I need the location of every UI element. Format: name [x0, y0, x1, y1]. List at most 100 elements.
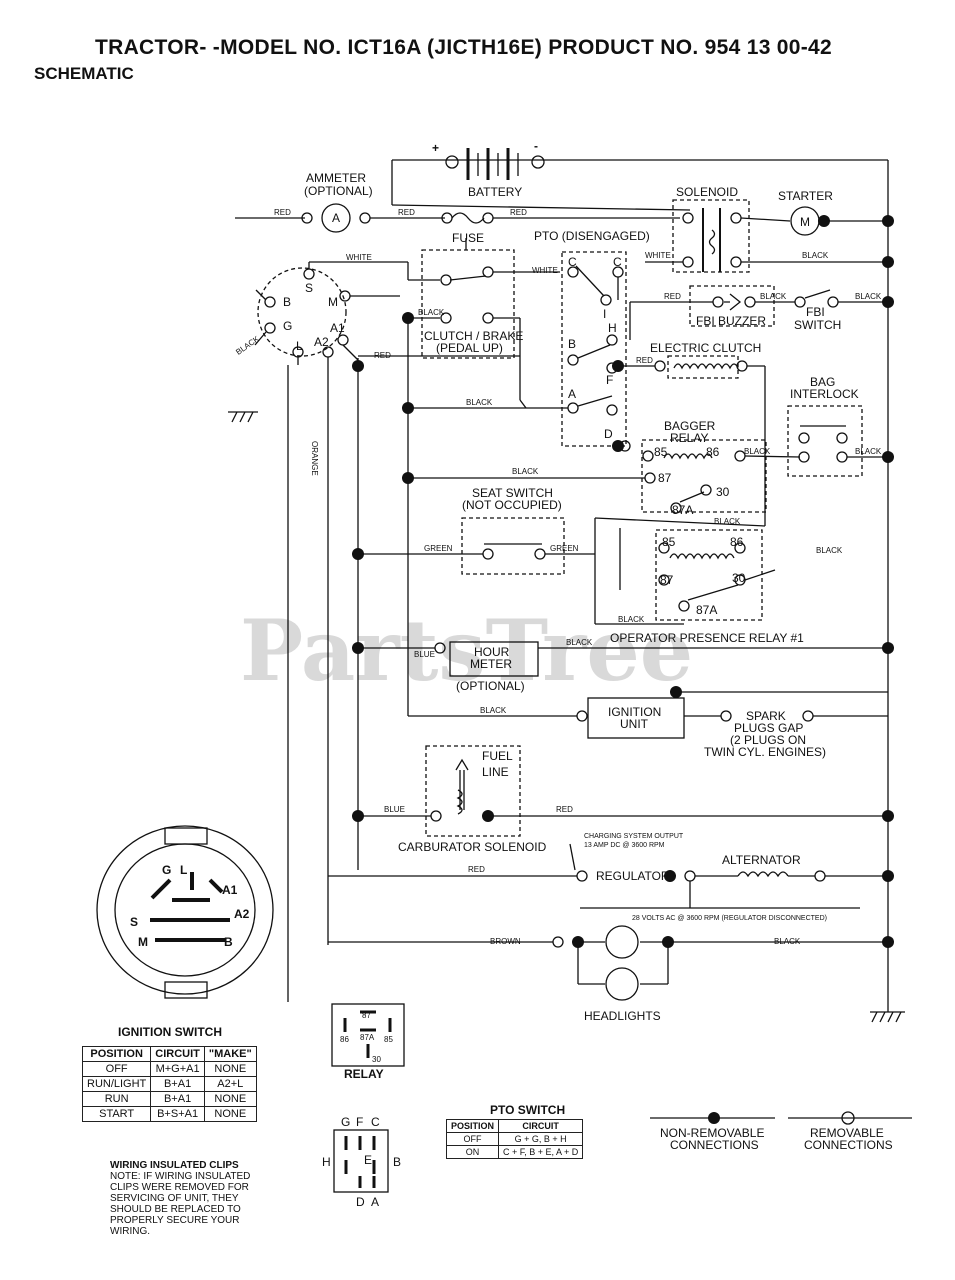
pto-switch-label: PTO SWITCH	[490, 1103, 565, 1117]
legend-removable-2: CONNECTIONS	[804, 1138, 893, 1152]
bag-interlock-label-1: BAG	[810, 375, 835, 389]
ign-term-l: L	[296, 339, 303, 353]
wire-green-1: GREEN	[424, 544, 453, 553]
opr-85: 85	[662, 535, 676, 549]
page-subtitle: SCHEMATIC	[34, 64, 134, 83]
wiring-note-title: WIRING INSULATED CLIPS	[110, 1160, 239, 1171]
wire-white-1: WHITE	[346, 253, 372, 262]
page-title: TRACTOR- -MODEL NO. ICT16A (JICTH16E) PR…	[95, 36, 833, 59]
bagger-87a: 87A	[672, 503, 693, 517]
bagger-87: 87	[658, 471, 672, 485]
relay-86: 86	[340, 1035, 349, 1044]
wire-red-1: RED	[274, 208, 291, 217]
sw-m: M	[138, 935, 148, 949]
table-cell: RUN/LIGHT	[81, 1076, 152, 1092]
ign-col-make: "MAKE"	[203, 1046, 257, 1062]
wire-red-4: RED	[664, 292, 681, 301]
sw-g: G	[162, 863, 171, 877]
ignition-unit-label-2: UNIT	[620, 717, 649, 731]
ac-note: 28 VOLTS AC @ 3600 RPM (REGULATOR DISCON…	[632, 915, 827, 922]
battery-plus: +	[432, 141, 439, 155]
fuel-line-label-2: LINE	[482, 765, 509, 779]
wiring-note-text: NOTE: IF WIRING INSULATED CLIPS WERE REM…	[110, 1171, 251, 1237]
wire-blue-2: BLUE	[384, 805, 405, 814]
starter-label: STARTER	[778, 189, 833, 203]
table-cell: NONE	[203, 1091, 257, 1107]
table-row: OFF G + G, B + H	[445, 1132, 584, 1146]
table-cell: NONE	[203, 1106, 257, 1122]
ammeter-optional: (OPTIONAL)	[304, 184, 373, 198]
pto-col-circuit: CIRCUIT	[498, 1119, 584, 1133]
table-row: RUN B+A1 NONE	[81, 1091, 257, 1107]
plug-b: B	[393, 1155, 401, 1169]
wiring-note: WIRING INSULATED CLIPS NOTE: IF WIRING I…	[110, 1160, 270, 1237]
pto-switch-table: POSITION CIRCUIT OFF G + G, B + H ON C +…	[445, 1119, 584, 1159]
pto-term-c: C	[568, 255, 577, 269]
table-cell: G + G, B + H	[498, 1132, 584, 1146]
pto-term-d: D	[604, 427, 613, 441]
table-cell: B+A1	[150, 1091, 205, 1107]
pto-term-i: I	[603, 307, 606, 321]
wire-white-3: WHITE	[645, 251, 671, 260]
table-cell: OFF	[445, 1132, 500, 1146]
wire-white-2: WHITE	[532, 266, 558, 275]
bagger-30: 30	[716, 485, 730, 499]
wire-black-7: BLACK	[466, 398, 493, 407]
plug-h: H	[322, 1155, 331, 1169]
wire-black-15: BLACK	[774, 937, 801, 946]
wire-black-3: BLACK	[760, 292, 787, 301]
seat-switch-label-1: SEAT SWITCH	[472, 486, 553, 500]
pto-label: PTO (DISENGAGED)	[534, 229, 650, 243]
wire-black-6: BLACK	[855, 447, 882, 456]
sw-s: S	[130, 915, 138, 929]
bagger-relay-label-1: BAGGER	[664, 419, 716, 433]
fbi-switch-label-1: FBI	[806, 305, 825, 319]
fbi-switch-label-2: SWITCH	[794, 318, 841, 332]
wire-orange: ORANGE	[310, 441, 319, 476]
solenoid-label: SOLENOID	[676, 185, 738, 199]
bagger-86: 86	[706, 445, 720, 459]
wire-black-8: BLACK	[512, 467, 539, 476]
ignition-unit-label-1: IGNITION	[608, 705, 661, 719]
table-row: OFF M+G+A1 NONE	[81, 1061, 257, 1077]
wire-black-12: BLACK	[618, 615, 645, 624]
ammeter-label: AMMETER	[306, 171, 366, 185]
seat-switch-label-2: (NOT OCCUPIED)	[462, 498, 562, 512]
wire-black-5: BLACK	[744, 447, 771, 456]
wire-black-2: BLACK	[418, 308, 445, 317]
opr-30: 30	[732, 571, 746, 585]
table-cell: RUN	[81, 1091, 152, 1107]
pto-term-f: F	[606, 373, 613, 387]
opr-87: 87	[660, 573, 674, 587]
ign-col-circuit: CIRCUIT	[150, 1046, 205, 1062]
bagger-85: 85	[654, 445, 668, 459]
hour-meter-optional: (OPTIONAL)	[456, 679, 525, 693]
table-cell: NONE	[203, 1061, 257, 1077]
spark-label-2: PLUGS GAP	[734, 721, 803, 735]
ign-term-b: B	[283, 295, 291, 309]
table-row: RUN/LIGHT B+A1 A2+L	[81, 1076, 257, 1092]
plug-a: A	[371, 1195, 379, 1209]
relay-87: 87	[362, 1011, 371, 1020]
pto-term-b: B	[568, 337, 576, 351]
relay-30: 30	[372, 1055, 381, 1064]
spark-label-4: TWIN CYL. ENGINES)	[704, 745, 826, 759]
plug-g: G	[341, 1115, 350, 1129]
plug-e: E	[364, 1153, 372, 1167]
ignition-switch-table: POSITION CIRCUIT "MAKE" OFF M+G+A1 NONE …	[81, 1046, 257, 1122]
wire-red-5: RED	[636, 356, 653, 365]
regulator-label: REGULATOR	[596, 869, 670, 883]
alternator-label: ALTERNATOR	[722, 853, 801, 867]
wire-black-4: BLACK	[855, 292, 882, 301]
spark-label-1: SPARK	[746, 709, 786, 723]
ign-term-g: G	[283, 319, 292, 333]
wire-black-10: BLACK	[714, 517, 741, 526]
table-row: START B+S+A1 NONE	[81, 1106, 257, 1122]
headlights-label: HEADLIGHTS	[584, 1009, 661, 1023]
spark-label-3: (2 PLUGS ON	[730, 733, 806, 747]
charging-note-2: 13 AMP DC @ 3600 RPM	[584, 842, 665, 849]
wire-red-3: RED	[510, 208, 527, 217]
wire-black-11: BLACK	[816, 546, 843, 555]
plug-d: D	[356, 1195, 365, 1209]
